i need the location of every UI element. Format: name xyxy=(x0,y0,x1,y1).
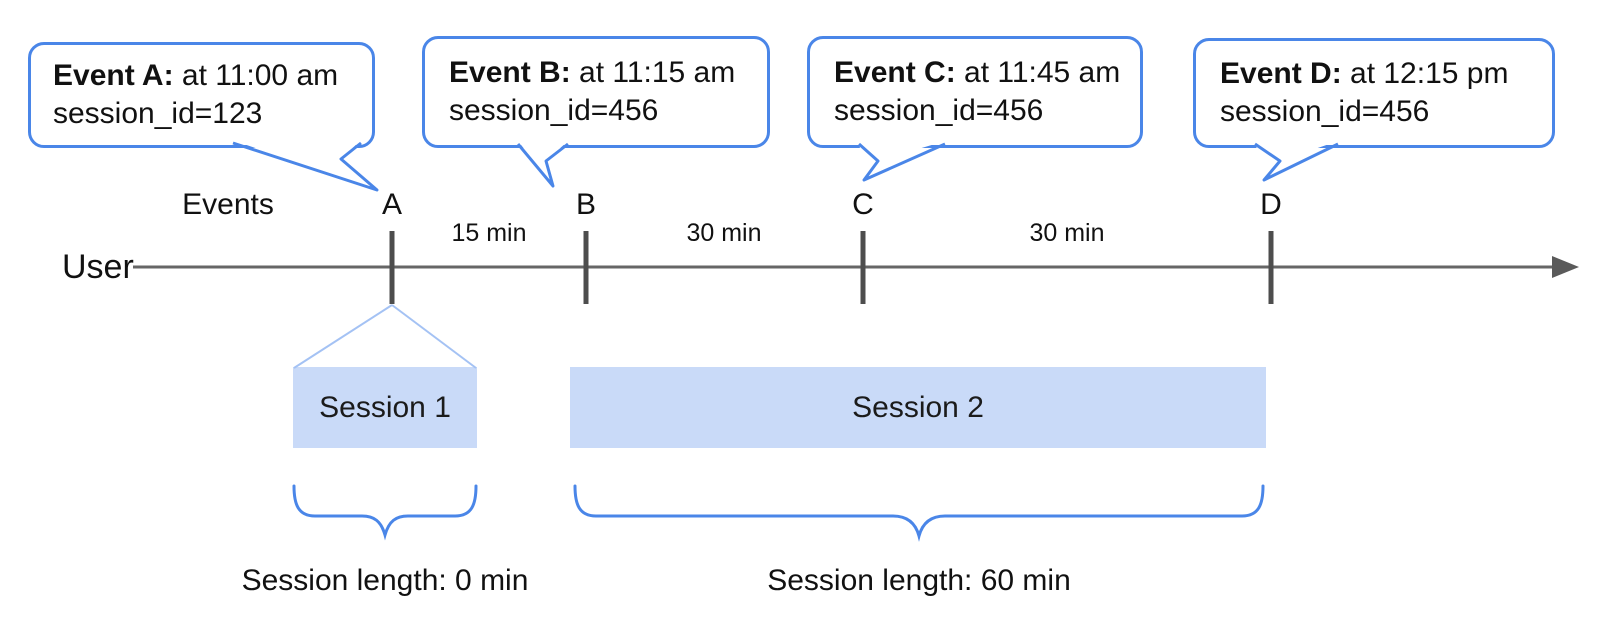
gap-label-c-d: 30 min xyxy=(1029,219,1105,247)
callout-tail-a xyxy=(235,141,377,190)
callout-event-b: Event B: at 11:15 am session_id=456 xyxy=(422,36,770,148)
event-mark-d: D xyxy=(1260,188,1282,221)
session-label: Session 2 xyxy=(852,390,984,424)
callout-title: Event D: xyxy=(1220,57,1342,90)
callout-title: Event A: xyxy=(53,59,174,92)
event-mark-c: C xyxy=(852,188,874,221)
gap-label-b-c: 30 min xyxy=(686,219,762,247)
callout-title: Event B: xyxy=(449,56,571,89)
callout-event-c: Event C: at 11:45 am session_id=456 xyxy=(807,36,1143,148)
callout-detail: at 11:15 am xyxy=(570,56,736,89)
funnel-line-left xyxy=(293,304,393,369)
callout-tail-b-outline xyxy=(516,142,569,188)
callout-tail-a-outline xyxy=(232,141,379,192)
brace-session-2 xyxy=(573,484,1265,542)
gap-label-a-b: 15 min xyxy=(451,219,527,247)
event-mark-b: B xyxy=(575,188,596,221)
session-2-length-label: Session length: 60 min xyxy=(767,564,1071,597)
callout-line2: session_id=456 xyxy=(449,94,659,127)
callout-tail-d-outline xyxy=(1254,142,1339,182)
session-label: Session 1 xyxy=(319,390,451,424)
callout-tail-c-outline xyxy=(857,142,946,182)
brace-session-1 xyxy=(292,484,478,541)
callout-event-d: Event D: at 12:15 pm session_id=456 xyxy=(1193,38,1555,148)
funnel-line-right xyxy=(391,304,477,369)
timeline-arrowhead-icon xyxy=(1552,256,1579,278)
session-1-box: Session 1 xyxy=(293,367,477,448)
callout-line1: Event D: at 12:15 pm xyxy=(1220,55,1542,93)
callout-line2: session_id=456 xyxy=(1220,95,1430,128)
callout-line2: session_id=123 xyxy=(53,97,263,130)
callout-title: Event C: xyxy=(834,56,956,89)
session-1-length-label: Session length: 0 min xyxy=(241,564,529,597)
callout-detail: at 11:45 am xyxy=(955,56,1121,89)
event-mark-a: A xyxy=(381,188,402,221)
callout-detail: at 11:00 am xyxy=(173,59,339,92)
callout-line2: session_id=456 xyxy=(834,94,1044,127)
callout-detail: at 12:15 pm xyxy=(1341,57,1509,90)
user-label: User xyxy=(62,248,134,286)
callout-event-a: Event A: at 11:00 am session_id=123 xyxy=(28,42,375,148)
session-2-box: Session 2 xyxy=(570,367,1266,448)
events-axis-label: Events xyxy=(182,188,274,221)
callout-line1: Event C: at 11:45 am xyxy=(834,54,1130,92)
callout-line1: Event B: at 11:15 am xyxy=(449,54,757,92)
callout-line1: Event A: at 11:00 am xyxy=(53,57,362,95)
